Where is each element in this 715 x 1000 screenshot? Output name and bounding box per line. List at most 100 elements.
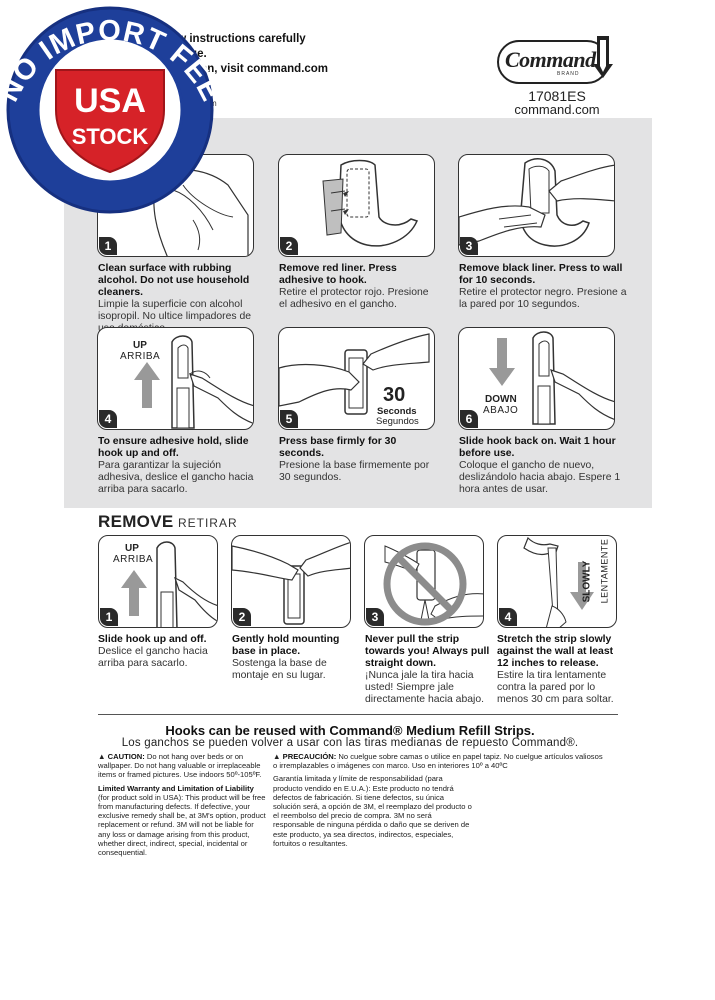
step-title: Clean surface with rubbing alcohol. Do n…	[98, 263, 250, 298]
step-spanish-text: Coloque el gancho de nuevo, deslizándolo…	[459, 460, 621, 495]
remove-step-4-illustration: SLOWLY LENTAMENTE 4	[497, 535, 617, 628]
remove-step-1-caption: Slide hook up and off. Deslice el gancho…	[98, 634, 226, 670]
up-label-spanish: ARRIBA	[113, 554, 154, 565]
step-title: Never pull the strip towards you! Always…	[365, 634, 490, 669]
remove-step-2-caption: Gently hold mounting base in place. Sost…	[232, 634, 358, 682]
step-spanish-text: Retire el protector rojo. Presione el ad…	[279, 287, 429, 310]
hook-with-adhesive-icon	[322, 159, 419, 247]
step-number-badge: 4	[499, 608, 517, 626]
slide-hook-down-icon	[489, 331, 614, 425]
hold-base-icon	[232, 541, 350, 625]
slide-hook-up-icon	[121, 541, 217, 627]
step-title: Stretch the strip slowly against the wal…	[497, 634, 614, 669]
usa-stock-stamp: NO IMPORT FEE USA STOCK	[0, 6, 226, 214]
apply-step-5-caption: Press base firmly for 30 seconds. Presio…	[279, 436, 439, 484]
hook-logo-icon	[593, 36, 613, 78]
step-number-badge: 1	[100, 608, 118, 626]
remove-step-3-illustration: 3	[364, 535, 484, 628]
step-number-badge: 5	[280, 410, 298, 428]
apply-step-4-illustration: UP ARRIBA 4	[97, 327, 254, 430]
step-number-badge: 2	[280, 237, 298, 255]
step-number-badge: 1	[99, 237, 117, 255]
step-title: Press base firmly for 30 seconds.	[279, 436, 397, 459]
logo-wordmark: Command	[505, 47, 596, 72]
slowly-label: SLOWLY	[581, 560, 593, 603]
apply-step-6-caption: Slide hook back on. Wait 1 hour before u…	[459, 436, 625, 496]
step-title: To ensure adhesive hold, slide hook up a…	[98, 436, 249, 459]
slide-hook-up-icon	[134, 335, 253, 429]
step-spanish-text: Estire la tira lentamente contra la pare…	[497, 670, 614, 705]
logo-brand-tag: BRAND	[557, 71, 580, 77]
warning-triangle-icon: ▲	[273, 752, 281, 761]
warranty-block: Limited Warranty and Limitation of Liabi…	[98, 784, 266, 858]
website-text: command.com	[514, 102, 600, 117]
step-title: Remove red liner. Press adhesive to hook…	[279, 263, 397, 286]
product-code: 17081ES	[528, 88, 586, 104]
stamp-usa-text: USA	[74, 82, 146, 120]
slowly-label-spanish: LENTAMENTE	[599, 538, 610, 604]
remove-title-spanish: RETIRAR	[177, 516, 238, 530]
remove-step-4-caption: Stretch the strip slowly against the wal…	[497, 634, 617, 706]
step-spanish-text: ¡Nunca jale la tira hacia usted! Siempre…	[365, 670, 484, 705]
remove-title: REMOVE	[98, 512, 174, 531]
remove-step-3-caption: Never pull the strip towards you! Always…	[365, 634, 491, 706]
press-base-icon	[279, 333, 430, 415]
apply-step-1-caption: Clean surface with rubbing alcohol. Do n…	[98, 263, 260, 335]
apply-step-2-caption: Remove red liner. Press adhesive to hook…	[279, 263, 439, 311]
apply-step-3-illustration: 3	[458, 154, 615, 257]
warning-triangle-icon: ▲	[98, 752, 106, 761]
apply-step-3-caption: Remove black liner. Press to wall for 10…	[459, 263, 629, 311]
step-number-badge: 6	[460, 410, 478, 428]
caution-block: ▲ CAUTION: Do not hang over beds or on w…	[98, 752, 266, 780]
fine-print-spanish: ▲ PRECAUCIÓN: No cuelgue sobre camas o u…	[273, 752, 603, 848]
apply-step-5-illustration: 30 Seconds Segundos 5	[278, 327, 435, 430]
precaucion-block: ▲ PRECAUCIÓN: No cuelgue sobre camas o u…	[273, 752, 603, 770]
up-label: UP	[125, 543, 139, 554]
step-number-badge: 2	[233, 608, 251, 626]
stamp-stock-text: STOCK	[72, 124, 149, 149]
step-spanish-text: Deslice el gancho hacia arriba para saca…	[98, 646, 208, 669]
pressing-hook-icon	[459, 158, 614, 247]
seconds-label-spanish: Segundos	[376, 416, 419, 427]
cleaning-hand-icon	[153, 168, 249, 256]
down-label: DOWN	[485, 394, 517, 405]
step-spanish-text: Sostenga la base de montaje en su lugar.	[232, 658, 327, 681]
step-spanish-text: Retire el protector negro. Presione a la…	[459, 287, 627, 310]
remove-heading: REMOVE RETIRAR	[98, 512, 238, 532]
apply-step-2-illustration: 2	[278, 154, 435, 257]
precaucion-label: PRECAUCIÓN:	[282, 752, 337, 761]
warranty-text: (for product sold in USA): This product …	[98, 792, 266, 858]
step-title: Slide hook back on. Wait 1 hour before u…	[459, 436, 616, 459]
remove-step-1-illustration: UP ARRIBA 1	[98, 535, 218, 628]
no-pull-toward-icon	[383, 542, 483, 626]
step-title: Remove black liner. Press to wall for 10…	[459, 263, 623, 286]
logo-outline	[497, 40, 609, 84]
down-label-spanish: ABAJO	[483, 405, 519, 416]
garantia-block: Garantía limitada y límite de responsabi…	[273, 774, 473, 848]
seconds-number: 30	[383, 384, 406, 406]
caution-label: CAUTION:	[107, 752, 145, 761]
seconds-label: Seconds	[377, 406, 417, 417]
section-divider	[98, 714, 618, 715]
precaucion-text: No cuelgue sobre camas o utilice en pape…	[273, 752, 603, 771]
step-number-badge: 4	[99, 410, 117, 428]
reuse-note-spanish: Los ganchos se pueden volver a usar con …	[121, 737, 579, 749]
step-spanish-text: Para garantizar la sujeción adhesiva, de…	[98, 460, 254, 495]
step-title: Gently hold mounting base in place.	[232, 634, 340, 657]
apply-step-4-caption: To ensure adhesive hold, slide hook up a…	[98, 436, 258, 496]
step-number-badge: 3	[460, 237, 478, 255]
warranty-label: Limited Warranty and Limitation of Liabi…	[98, 783, 254, 793]
reuse-note: Hooks can be reused with Command® Medium…	[165, 723, 535, 738]
up-label: UP	[133, 340, 147, 351]
fine-print-english: ▲ CAUTION: Do not hang over beds or on w…	[98, 752, 266, 857]
stamp-shield-icon	[55, 69, 165, 174]
step-spanish-text: Presione la base firmemente por 30 segun…	[279, 460, 430, 483]
step-number-badge: 3	[366, 608, 384, 626]
command-logo: Command BRAND	[497, 36, 617, 86]
apply-step-6-illustration: DOWN ABAJO 6	[458, 327, 615, 430]
remove-step-2-illustration: 2	[231, 535, 351, 628]
caution-text: Do not hang over beds or on wallpaper. D…	[98, 752, 262, 780]
up-label-spanish: ARRIBA	[120, 351, 161, 362]
stretch-strip-icon	[523, 536, 594, 627]
garantia-text: Garantía limitada y límite de responsabi…	[273, 774, 472, 848]
